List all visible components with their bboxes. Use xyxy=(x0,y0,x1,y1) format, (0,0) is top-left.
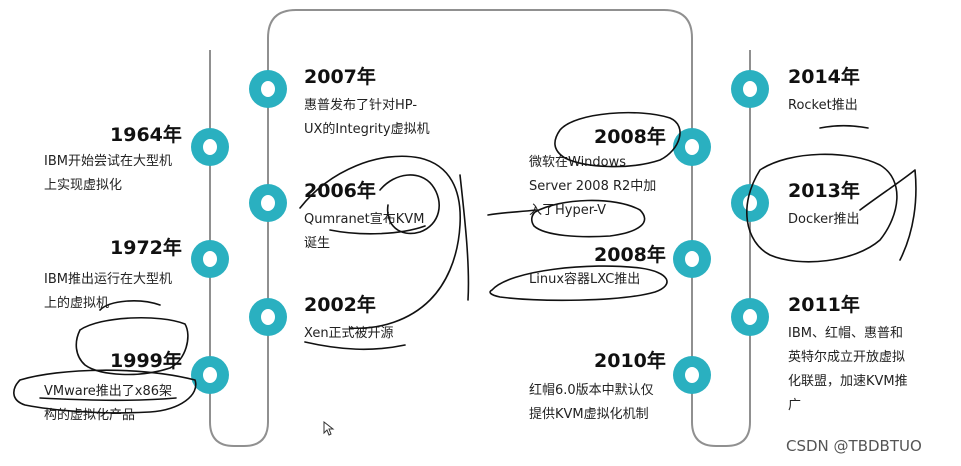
year-1999: 1999年 xyxy=(110,350,182,372)
desc-1972: IBM推出运行在大型机 上的虚拟机 xyxy=(44,272,172,311)
node-2008a xyxy=(673,128,711,166)
year-2011: 2011年 xyxy=(788,294,860,316)
desc-2008b: Linux容器LXC推出 xyxy=(529,272,641,287)
year-1964: 1964年 xyxy=(110,124,182,146)
year-2010: 2010年 xyxy=(594,350,666,372)
desc-1964: IBM开始尝试在大型机 上实现虚拟化 xyxy=(44,154,172,193)
node-2010 xyxy=(673,356,711,394)
desc-2013: Docker推出 xyxy=(788,212,860,227)
node-1972 xyxy=(191,240,229,278)
desc-2002: Xen正式被开源 xyxy=(304,326,394,341)
node-2008b xyxy=(673,240,711,278)
desc-2008a: 微软在Windows Server 2008 R2中加 入了Hyper-V xyxy=(529,155,657,218)
year-1972: 1972年 xyxy=(110,237,182,259)
node-2007 xyxy=(249,70,287,108)
watermark: CSDN @TBDBTUO xyxy=(786,437,922,455)
desc-2010: 红帽6.0版本中默认仅 提供KVM虚拟化机制 xyxy=(529,383,654,422)
year-2007: 2007年 xyxy=(304,66,376,88)
node-1964 xyxy=(191,128,229,166)
node-2006 xyxy=(249,184,287,222)
year-2013: 2013年 xyxy=(788,180,860,202)
desc-2006: Qumranet宣布KVM 诞生 xyxy=(304,212,425,251)
node-2002 xyxy=(249,298,287,336)
year-2014: 2014年 xyxy=(788,66,860,88)
desc-1999: VMware推出了x86架 构的虚拟化产品 xyxy=(44,384,173,423)
node-1999 xyxy=(191,356,229,394)
node-2014 xyxy=(731,70,769,108)
year-2002: 2002年 xyxy=(304,294,376,316)
desc-2011: IBM、红帽、惠普和 英特尔成立开放虚拟 化联盟，加速KVM推 广 xyxy=(788,326,908,413)
year-2006: 2006年 xyxy=(304,180,376,202)
desc-2007: 惠普发布了针对HP- UX的Integrity虚拟机 xyxy=(304,98,430,137)
node-2013 xyxy=(731,184,769,222)
year-2008a: 2008年 xyxy=(594,126,666,148)
year-2008b: 2008年 xyxy=(594,244,666,266)
node-2011 xyxy=(731,298,769,336)
mouse-cursor-icon xyxy=(323,421,335,436)
desc-2014: Rocket推出 xyxy=(788,98,858,113)
